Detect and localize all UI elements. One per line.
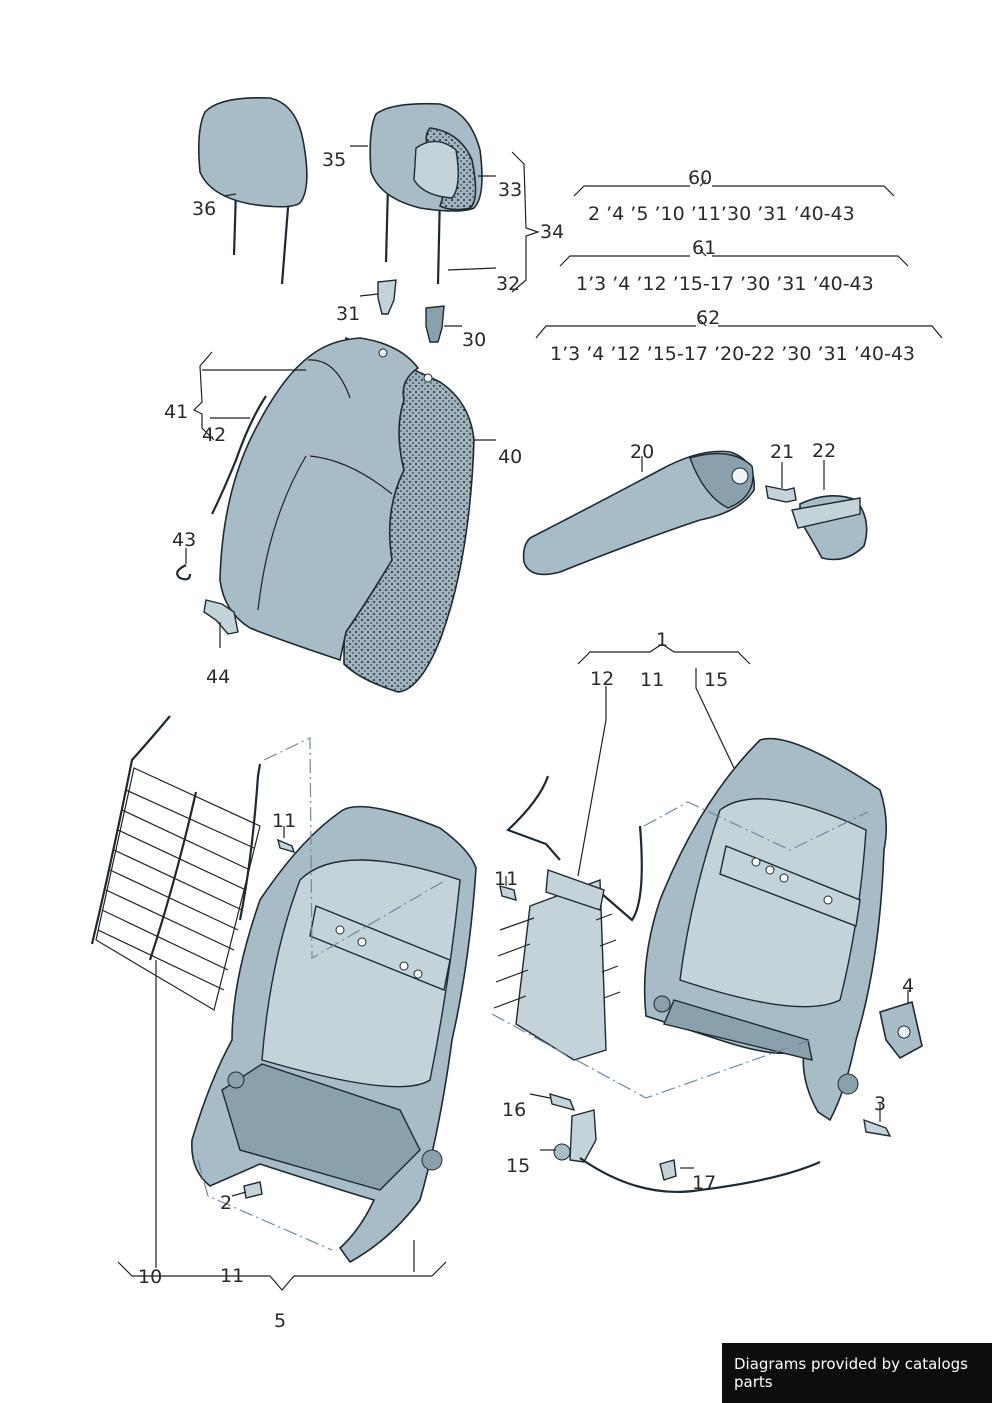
callout-36: 36: [192, 198, 216, 220]
bracket-4: [879, 1000, 923, 1060]
callout-11-mid-spring: 11: [494, 868, 518, 890]
callout-30: 30: [462, 329, 486, 351]
clip-17: [659, 1159, 677, 1181]
callout-44: 44: [206, 666, 230, 688]
clip-43: [176, 564, 192, 581]
callout-16: 16: [502, 1099, 526, 1121]
callout-12: 12: [590, 668, 614, 690]
callout-33: 33: [498, 179, 522, 201]
wire-42: [211, 395, 267, 515]
callout-21: 21: [770, 441, 794, 463]
spring-11a: [276, 838, 296, 854]
callout-35: 35: [322, 149, 346, 171]
callout-2: 2: [220, 1192, 232, 1214]
group-60-list: 2 ’4 ’5 ’10 ’11’30 ’31 ’40-43: [588, 203, 855, 225]
callout-40: 40: [498, 446, 522, 468]
dash-right-1: [643, 801, 869, 851]
backrest-cushion-41: [219, 336, 475, 693]
callout-labels: 36 35 33 34 32 31 30 41 42 40 43 44 60 6…: [138, 149, 915, 1332]
armrest-20: [522, 450, 755, 576]
backrest-frame-5: [191, 805, 477, 1264]
callout-3: 3: [874, 1093, 886, 1115]
guide-sleeve-31: [377, 279, 397, 315]
callout-43: 43: [172, 529, 196, 551]
lumbar-mat-10: [90, 715, 261, 1011]
bolt-21: [765, 485, 797, 503]
backrest-frame-1: [643, 737, 888, 1122]
dash-left-1: [263, 737, 447, 960]
callout-1: 1: [656, 629, 668, 651]
headrest-35: [369, 102, 483, 285]
callout-22: 22: [812, 440, 836, 462]
callout-15: 15: [506, 1155, 530, 1177]
callout-15-top: 15: [704, 669, 728, 691]
headrest-36: [198, 96, 308, 285]
leader-lines: [117, 145, 943, 1291]
dash-right-2: [491, 1013, 811, 1099]
group-61-list: 1’3 ’4 ’12 ’15-17 ’30 ’31 ’40-43: [576, 273, 874, 295]
callout-62: 62: [696, 307, 720, 329]
screw-16: [549, 1092, 576, 1112]
wire-11-left: [238, 763, 262, 921]
callout-31: 31: [336, 303, 360, 325]
callout-61: 61: [692, 237, 716, 259]
dash-left-2: [197, 1159, 333, 1251]
callout-60: 60: [688, 167, 712, 189]
callout-34: 34: [540, 221, 564, 243]
spring-11b: [499, 885, 517, 901]
callout-4: 4: [902, 975, 914, 997]
callout-5: 5: [274, 1310, 286, 1332]
callout-11-left-spring: 11: [272, 810, 296, 832]
callout-41: 41: [164, 401, 188, 423]
callout-10: 10: [138, 1266, 162, 1288]
bowden-cable-15: [553, 1109, 821, 1193]
callout-42: 42: [202, 424, 226, 446]
guide-sleeve-30: [425, 305, 445, 343]
callout-11-bottom: 11: [220, 1265, 244, 1287]
screw-3: [863, 1118, 892, 1137]
callout-17: 17: [692, 1172, 716, 1194]
callout-20: 20: [630, 441, 654, 463]
group-62-list: 1’3 ’4 ’12 ’15-17 ’20-22 ’30 ’31 ’40-43: [550, 343, 915, 365]
callout-11-top: 11: [640, 669, 664, 691]
cover-22: [791, 495, 868, 561]
lumbar-support-12: [493, 775, 643, 1061]
credit-banner: Diagrams provided by catalogs parts: [722, 1343, 992, 1403]
clip-44: [203, 599, 239, 635]
nut-2: [243, 1181, 263, 1199]
callout-32: 32: [496, 273, 520, 295]
